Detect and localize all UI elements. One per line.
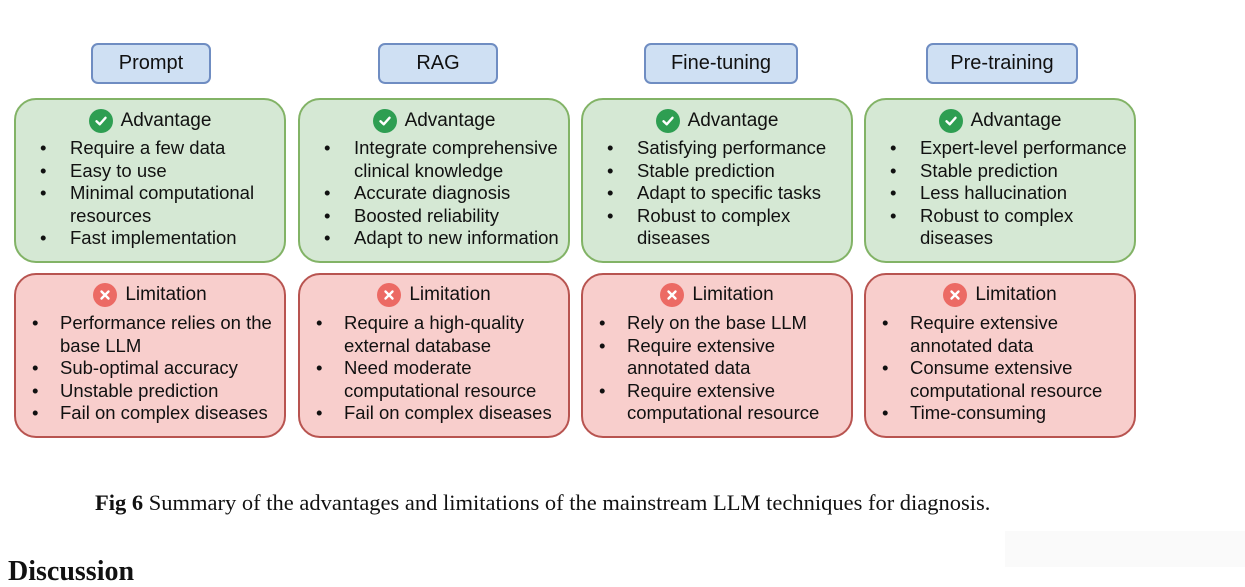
limitation-label: Limitation [692, 284, 774, 305]
advantage-list: Expert-level performance Stable predicti… [866, 137, 1134, 250]
limitation-header: Limitation [866, 282, 1134, 308]
advantage-item: Minimal computational resources [16, 182, 284, 227]
advantage-panel: Advantage Require a few data Easy to use… [14, 98, 286, 263]
caption-text: Summary of the advantages and limitation… [143, 490, 991, 515]
advantage-item: Adapt to specific tasks [583, 182, 851, 205]
advantage-item: Fast implementation [16, 227, 284, 250]
limitation-panel: Limitation Rely on the base LLM Require … [581, 273, 853, 438]
advantage-panel: Advantage Integrate comprehensive clinic… [298, 98, 570, 263]
advantage-item: Stable prediction [583, 160, 851, 183]
limitation-header: Limitation [583, 282, 851, 308]
advantage-label: Advantage [120, 110, 212, 131]
advantage-item: Expert-level performance [866, 137, 1134, 160]
limitation-header: Limitation [300, 282, 568, 308]
limitation-item: Require extensive annotated data [583, 335, 851, 380]
limitation-label: Limitation [409, 284, 491, 305]
limitation-list: Require extensive annotated data Consume… [866, 312, 1134, 425]
advantage-header: Advantage [583, 108, 851, 134]
limitation-item: Time-consuming [866, 402, 1134, 425]
limitation-label: Limitation [975, 284, 1057, 305]
advantage-item: Integrate comprehensive clinical knowled… [300, 137, 568, 182]
advantage-header: Advantage [16, 108, 284, 134]
limitation-panel: Limitation Require extensive annotated d… [864, 273, 1136, 438]
limitation-item: Fail on complex diseases [300, 402, 568, 425]
advantage-header: Advantage [866, 108, 1134, 134]
limitation-item: Require extensive annotated data [866, 312, 1134, 357]
figure-caption: Fig 6 Summary of the advantages and limi… [95, 490, 1195, 516]
advantage-list: Require a few data Easy to use Minimal c… [16, 137, 284, 250]
check-circle-icon [372, 109, 397, 133]
limitation-item: Rely on the base LLM [583, 312, 851, 335]
advantage-label: Advantage [687, 110, 779, 131]
advantage-label: Advantage [404, 110, 496, 131]
limitation-list: Rely on the base LLM Require extensive a… [583, 312, 851, 425]
limitation-item: Sub-optimal accuracy [16, 357, 284, 380]
check-circle-icon [938, 109, 963, 133]
limitation-list: Performance relies on the base LLM Sub-o… [16, 312, 284, 425]
limitation-item: Require extensive computational resource [583, 380, 851, 425]
column-prompt: Prompt Advantage Require a few data Easy… [14, 0, 286, 470]
advantage-item: Stable prediction [866, 160, 1134, 183]
advantage-item: Satisfying performance [583, 137, 851, 160]
x-circle-icon [93, 283, 118, 307]
advantage-item: Adapt to new information [300, 227, 568, 250]
technique-title-rag: RAG [378, 43, 498, 84]
limitation-item: Unstable prediction [16, 380, 284, 403]
advantage-panel: Advantage Expert-level performance Stabl… [864, 98, 1136, 263]
limitation-item: Fail on complex diseases [16, 402, 284, 425]
column-rag: RAG Advantage Integrate comprehensive cl… [298, 0, 570, 470]
advantage-item: Boosted reliability [300, 205, 568, 228]
advantage-item: Accurate diagnosis [300, 182, 568, 205]
advantage-panel: Advantage Satisfying performance Stable … [581, 98, 853, 263]
technique-title-prompt: Prompt [91, 43, 211, 84]
advantage-label: Advantage [970, 110, 1062, 131]
advantage-list: Integrate comprehensive clinical knowled… [300, 137, 568, 250]
section-heading: Discussion [8, 556, 135, 587]
limitation-list: Require a high-quality external database… [300, 312, 568, 425]
check-circle-icon [88, 109, 113, 133]
llm-techniques-diagram: Prompt Advantage Require a few data Easy… [0, 0, 1245, 470]
limitation-header: Limitation [16, 282, 284, 308]
advantage-item: Easy to use [16, 160, 284, 183]
x-circle-icon [660, 283, 685, 307]
advantage-item: Require a few data [16, 137, 284, 160]
advantage-item: Less hallucination [866, 182, 1134, 205]
column-pre-training: Pre-training Advantage Expert-level perf… [864, 0, 1136, 470]
limitation-item: Need moderate computational resource [300, 357, 568, 402]
page-corner-shade [1005, 531, 1245, 567]
advantage-header: Advantage [300, 108, 568, 134]
limitation-item: Consume extensive computational resource [866, 357, 1134, 402]
check-circle-icon [655, 109, 680, 133]
advantage-item: Robust to complex diseases [583, 205, 851, 250]
limitation-item: Require a high-quality external database [300, 312, 568, 357]
technique-title-fine-tuning: Fine-tuning [644, 43, 798, 84]
advantage-item: Robust to complex diseases [866, 205, 1134, 250]
limitation-label: Limitation [125, 284, 207, 305]
technique-title-pre-training: Pre-training [926, 43, 1078, 84]
x-circle-icon [943, 283, 968, 307]
limitation-panel: Limitation Performance relies on the bas… [14, 273, 286, 438]
column-fine-tuning: Fine-tuning Advantage Satisfying perform… [581, 0, 853, 470]
x-circle-icon [377, 283, 402, 307]
limitation-item: Performance relies on the base LLM [16, 312, 284, 357]
figure-label: Fig 6 [95, 490, 144, 515]
limitation-panel: Limitation Require a high-quality extern… [298, 273, 570, 438]
advantage-list: Satisfying performance Stable prediction… [583, 137, 851, 250]
